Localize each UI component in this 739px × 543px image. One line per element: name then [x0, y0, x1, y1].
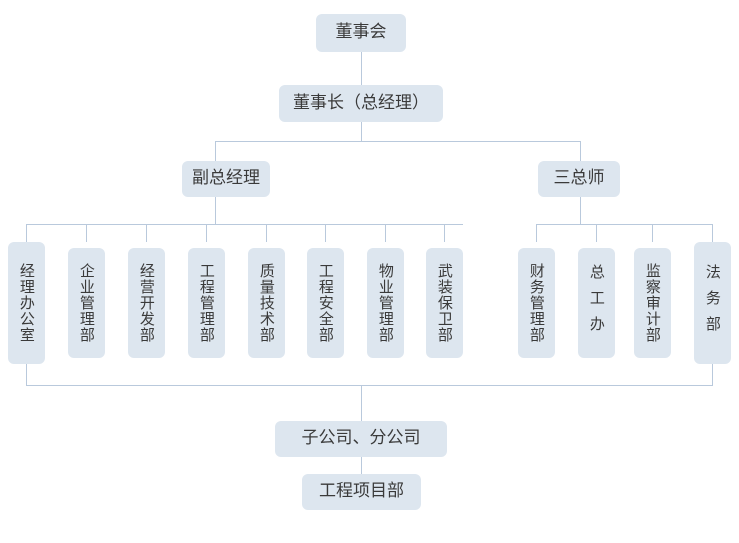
connector-to-vice-gm [215, 141, 216, 161]
connector-subsidiary-to-project [361, 457, 362, 474]
node-dept-business-development[interactable]: 经营开发部 [128, 248, 165, 358]
connector-stub-dept-10 [596, 224, 597, 242]
node-dept-business-development-label: 经营开发部 [137, 263, 156, 343]
node-dept-armed-security[interactable]: 武装保卫部 [426, 248, 463, 358]
node-dept-engineering-safety[interactable]: 工程安全部 [307, 248, 344, 358]
connector-chairman-down [361, 122, 362, 141]
connector-stub-dept-11 [652, 224, 653, 242]
node-chairman-general-manager[interactable]: 董事长（总经理） [279, 85, 443, 122]
node-dept-finance-management[interactable]: 财务管理部 [518, 248, 555, 358]
connector-stub-dept-1 [26, 224, 27, 242]
node-engineering-project-dept[interactable]: 工程项目部 [302, 474, 421, 510]
node-dept-property-management-label: 物业管理部 [376, 263, 395, 343]
connector-to-three-chiefs [580, 141, 581, 161]
node-dept-property-management[interactable]: 物业管理部 [367, 248, 404, 358]
node-dept-armed-security-label: 武装保卫部 [435, 263, 454, 343]
node-dept-legal-affairs[interactable]: 法务部 [694, 242, 731, 364]
connector-bottom-left-riser [26, 364, 27, 385]
connector-three-chiefs-to-bar [580, 197, 581, 224]
node-vice-general-manager-label: 副总经理 [192, 168, 260, 189]
connector-stub-dept-4 [206, 224, 207, 242]
node-vice-general-manager[interactable]: 副总经理 [182, 161, 270, 197]
node-dept-enterprise-management[interactable]: 企业管理部 [68, 248, 105, 358]
node-dept-manager-office-label: 经理办公室 [17, 263, 36, 343]
node-dept-manager-office[interactable]: 经理办公室 [8, 242, 45, 364]
connector-stub-dept-7 [385, 224, 386, 242]
connector-bottom-right-riser [712, 364, 713, 385]
node-engineering-project-dept-label: 工程项目部 [319, 481, 404, 502]
node-board-of-directors[interactable]: 董事会 [316, 14, 406, 52]
node-dept-supervision-audit[interactable]: 监察审计部 [634, 248, 671, 358]
connector-left-group-bar [26, 224, 463, 225]
connector-stub-dept-6 [325, 224, 326, 242]
connector-right-group-bar [536, 224, 712, 225]
connector-level3-bar [215, 141, 581, 142]
connector-vice-gm-to-bar [215, 197, 216, 224]
connector-stub-dept-12 [712, 224, 713, 242]
connector-stub-dept-3 [146, 224, 147, 242]
node-three-chief-engineers[interactable]: 三总师 [538, 161, 620, 197]
node-dept-chief-engineer-office-label: 总工办 [587, 264, 606, 342]
node-dept-supervision-audit-label: 监察审计部 [643, 263, 662, 343]
node-three-chief-engineers-label: 三总师 [553, 168, 605, 189]
node-dept-engineering-safety-label: 工程安全部 [316, 263, 335, 343]
node-chairman-general-manager-label: 董事长（总经理） [293, 92, 429, 113]
connector-stub-dept-5 [266, 224, 267, 242]
connector-stub-dept-9 [536, 224, 537, 242]
node-dept-finance-management-label: 财务管理部 [527, 263, 546, 343]
connector-stub-dept-8 [444, 224, 445, 242]
node-dept-legal-affairs-label: 法务部 [703, 264, 722, 342]
node-subsidiary-branch-label: 子公司、分公司 [301, 428, 421, 449]
node-dept-chief-engineer-office[interactable]: 总工办 [578, 248, 615, 358]
connector-bottom-bar [26, 385, 713, 386]
connector-board-to-chairman [361, 52, 362, 85]
node-dept-enterprise-management-label: 企业管理部 [77, 263, 96, 343]
node-dept-engineering-management-label: 工程管理部 [197, 263, 216, 343]
node-subsidiary-branch[interactable]: 子公司、分公司 [275, 421, 447, 457]
node-dept-quality-technology[interactable]: 质量技术部 [248, 248, 285, 358]
connector-stub-dept-2 [86, 224, 87, 242]
node-dept-quality-technology-label: 质量技术部 [257, 263, 276, 343]
connector-bottom-to-subsidiary [361, 385, 362, 421]
node-board-of-directors-label: 董事会 [335, 22, 387, 43]
node-dept-engineering-management[interactable]: 工程管理部 [188, 248, 225, 358]
